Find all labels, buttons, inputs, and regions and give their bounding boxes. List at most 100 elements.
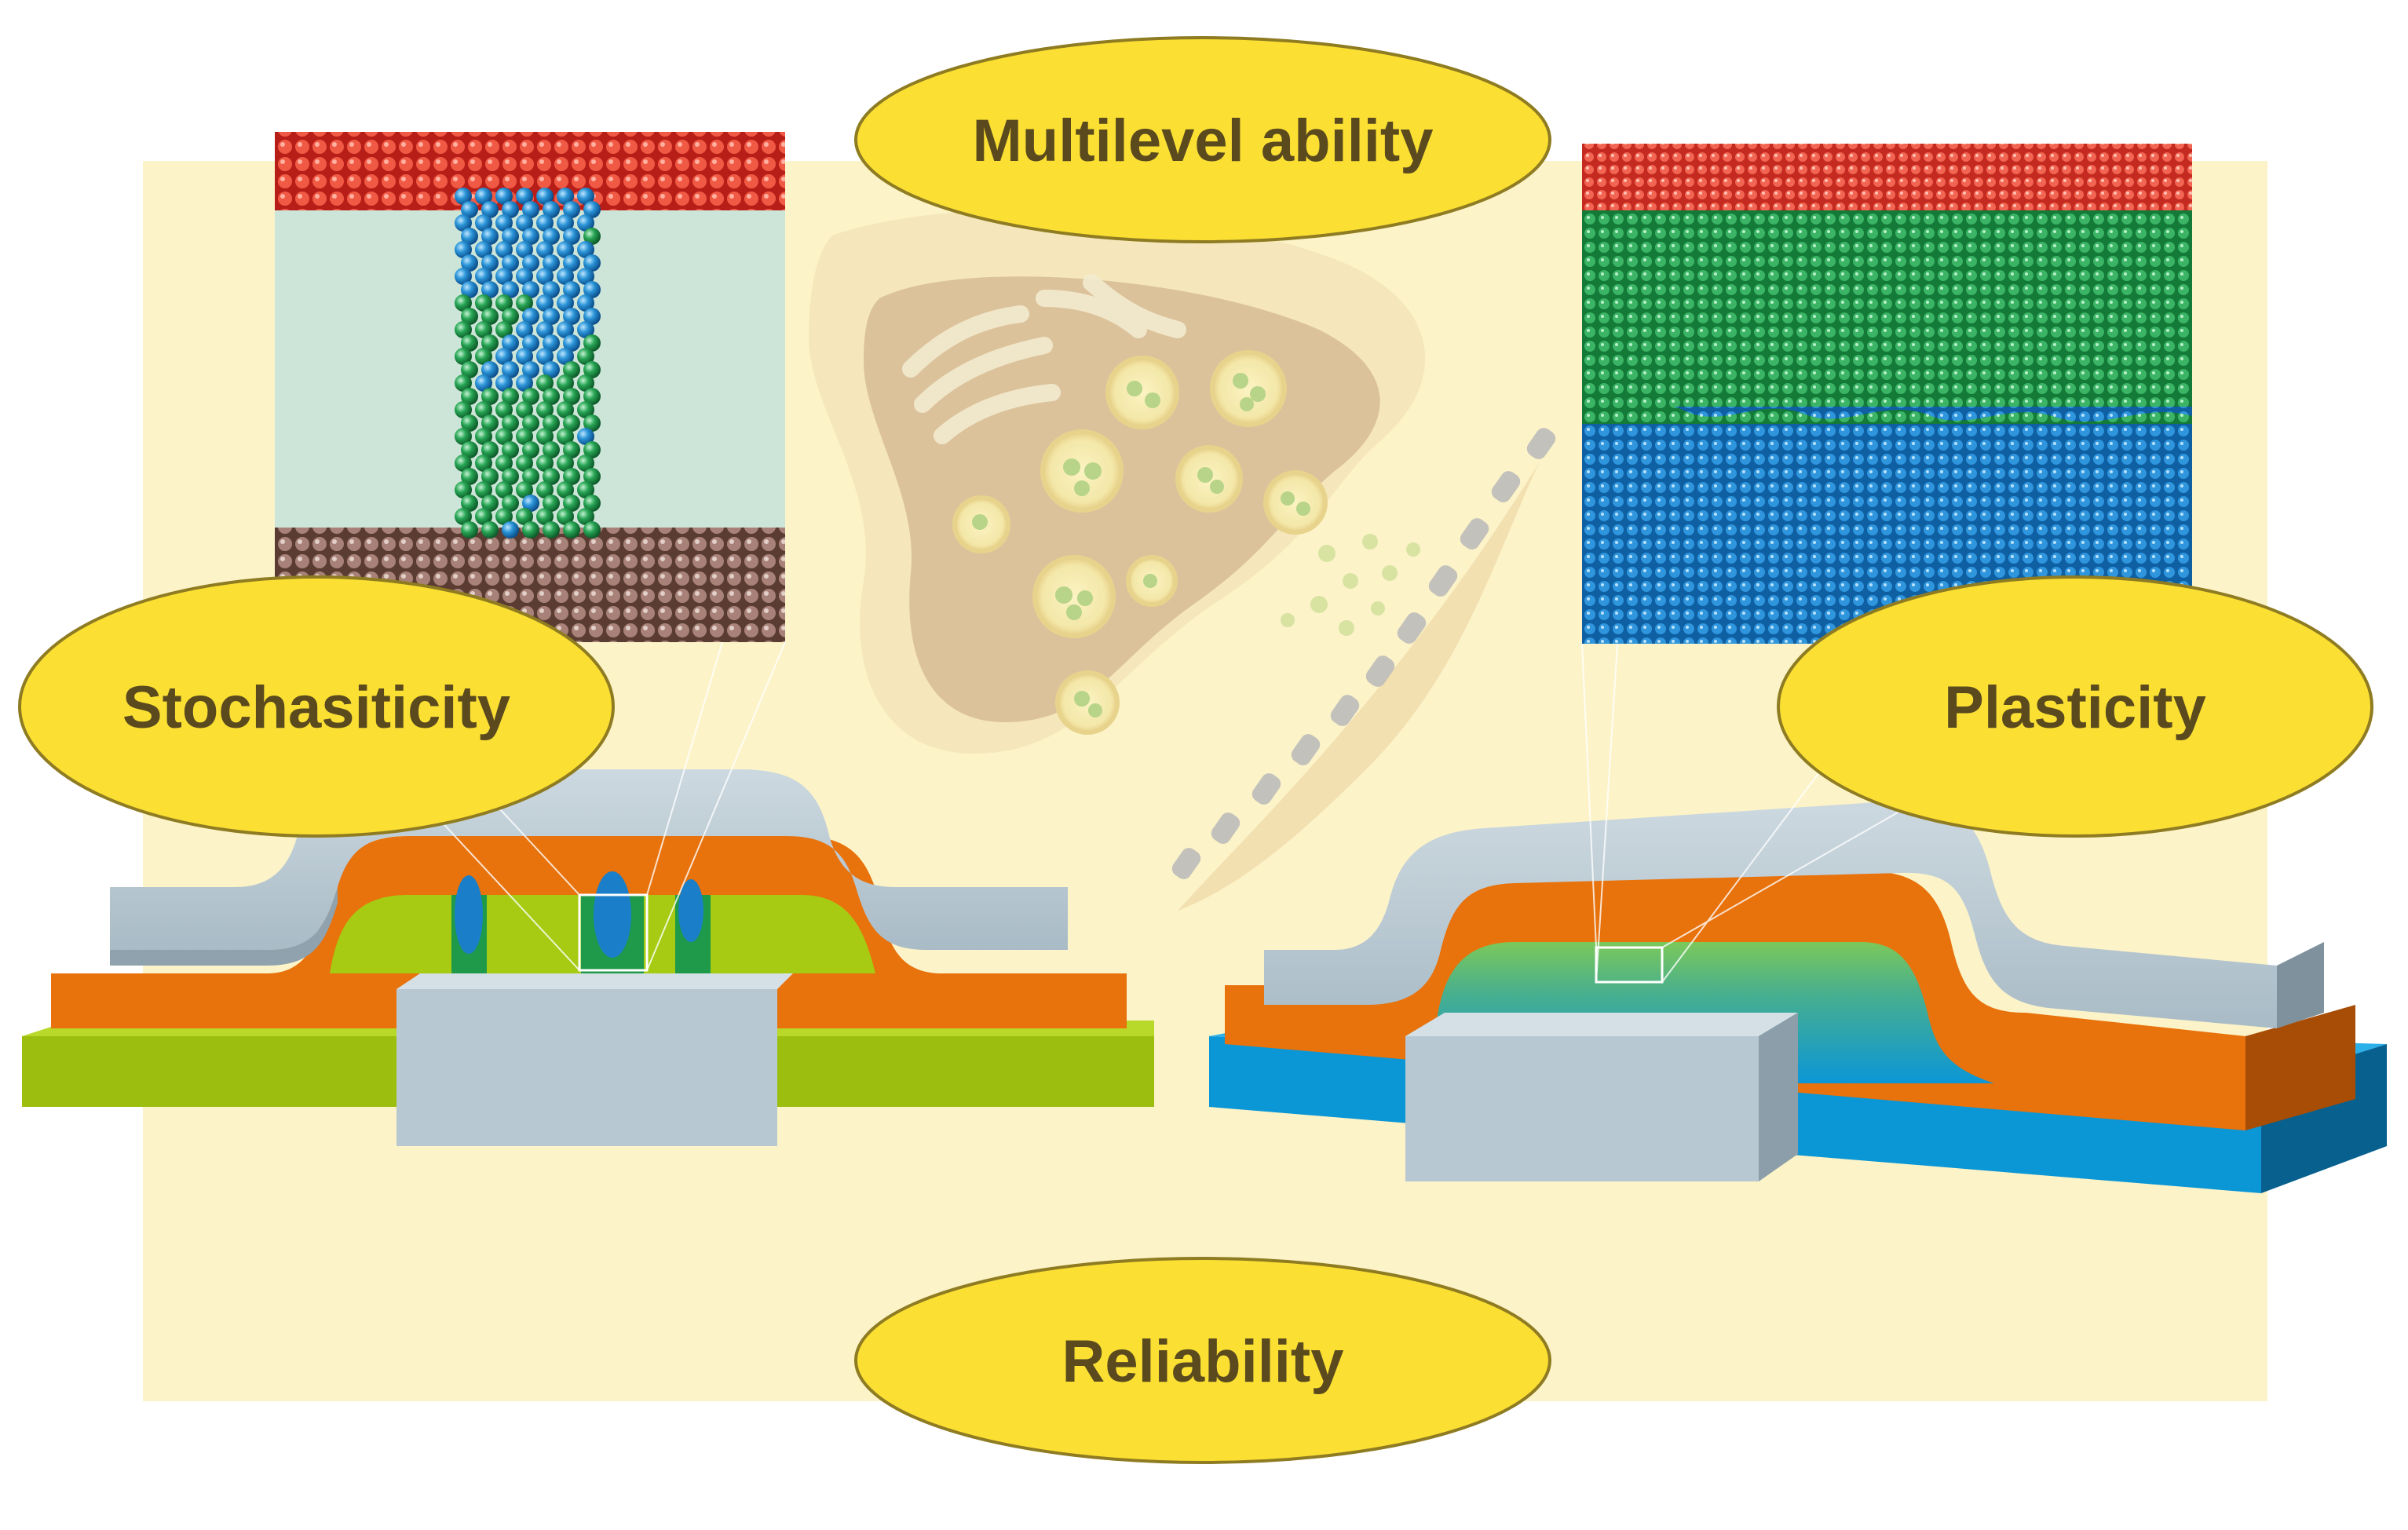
blue-atom — [495, 268, 513, 285]
blue-atom — [522, 201, 539, 218]
green-atom — [536, 481, 554, 498]
green-atom — [543, 521, 560, 539]
green-atom — [461, 334, 478, 352]
blue-atom — [502, 228, 519, 245]
green-atom — [563, 521, 580, 539]
blue-atom — [522, 254, 539, 272]
green-atom — [563, 441, 580, 458]
green-atom — [563, 414, 580, 432]
green-atom — [481, 388, 499, 405]
green-atom — [495, 455, 513, 472]
blue-atom — [557, 214, 574, 232]
green-atom — [455, 348, 472, 365]
green-atom — [536, 374, 554, 392]
blue-atom — [536, 241, 554, 258]
label-plasticity: Plasticity — [1944, 674, 2206, 741]
green-atom — [475, 428, 492, 445]
bubble-stochasticity: Stochasiticity — [18, 575, 615, 838]
blue-atom — [563, 308, 580, 325]
green-atom — [481, 308, 499, 325]
green-atom — [475, 455, 492, 472]
green-atom — [495, 321, 513, 338]
green-atom — [455, 321, 472, 338]
green-atom — [577, 374, 594, 392]
blue-atom — [543, 201, 560, 218]
green-atom — [461, 468, 478, 485]
blue-atom — [563, 201, 580, 218]
blue-atom — [502, 334, 519, 352]
green-atom — [516, 481, 533, 498]
green-atom — [557, 508, 574, 525]
blue-atom — [583, 201, 601, 218]
green-atom — [522, 388, 539, 405]
blue-atom — [481, 201, 499, 218]
green-atom — [455, 374, 472, 392]
green-atom — [455, 455, 472, 472]
filament-atomic-inset — [275, 132, 785, 642]
green-atom — [481, 495, 499, 512]
blue-atom — [481, 361, 499, 378]
blue-atom — [577, 268, 594, 285]
green-atom — [495, 294, 513, 312]
blue-atom — [577, 188, 594, 205]
bubble-multilevel: Multilevel ability — [854, 36, 1551, 243]
blue-atom — [475, 374, 492, 392]
green-atom — [577, 401, 594, 418]
blue-atom — [481, 281, 499, 298]
green-atom — [543, 414, 560, 432]
blue-atom — [481, 228, 499, 245]
green-atom — [461, 361, 478, 378]
blue-atom — [583, 308, 601, 325]
blue-atom — [495, 214, 513, 232]
blue-atom — [536, 268, 554, 285]
blue-atom — [563, 228, 580, 245]
green-atom — [461, 441, 478, 458]
blue-atom — [557, 348, 574, 365]
blue-atom — [516, 188, 533, 205]
green-atom — [563, 495, 580, 512]
blue-atom — [461, 228, 478, 245]
green-atom — [557, 401, 574, 418]
green-atom — [495, 508, 513, 525]
bubble-plasticity: Plasticity — [1777, 575, 2373, 838]
green-atom — [455, 294, 472, 312]
green-atom — [543, 468, 560, 485]
label-reliability: Reliability — [1062, 1328, 1344, 1395]
blue-atom — [495, 348, 513, 365]
green-atom — [495, 481, 513, 498]
green-atom — [516, 294, 533, 312]
green-atom — [475, 321, 492, 338]
blue-atom — [475, 268, 492, 285]
green-atom — [557, 374, 574, 392]
blue-atom — [455, 214, 472, 232]
blue-atom — [516, 348, 533, 365]
blue-atom — [577, 321, 594, 338]
green-atom — [502, 441, 519, 458]
blue-atom — [516, 241, 533, 258]
green-atom — [583, 228, 601, 245]
green-atom — [495, 401, 513, 418]
blue-atom — [495, 241, 513, 258]
green-atom — [516, 401, 533, 418]
green-atom — [516, 508, 533, 525]
green-atom — [516, 455, 533, 472]
blue-atom — [557, 241, 574, 258]
label-multilevel: Multilevel ability — [972, 108, 1433, 174]
blue-atom — [475, 214, 492, 232]
interface-atomic-inset — [1582, 144, 2192, 644]
blue-atom — [543, 361, 560, 378]
blue-atom — [502, 201, 519, 218]
green-atom — [577, 508, 594, 525]
green-atom — [536, 455, 554, 472]
green-atom — [583, 495, 601, 512]
blue-atom — [563, 334, 580, 352]
green-atom — [522, 521, 539, 539]
green-atom — [583, 441, 601, 458]
green-atom — [536, 428, 554, 445]
blue-atom — [522, 228, 539, 245]
blue-atom — [455, 241, 472, 258]
blue-atom — [495, 374, 513, 392]
green-atom — [455, 481, 472, 498]
green-atom — [475, 401, 492, 418]
